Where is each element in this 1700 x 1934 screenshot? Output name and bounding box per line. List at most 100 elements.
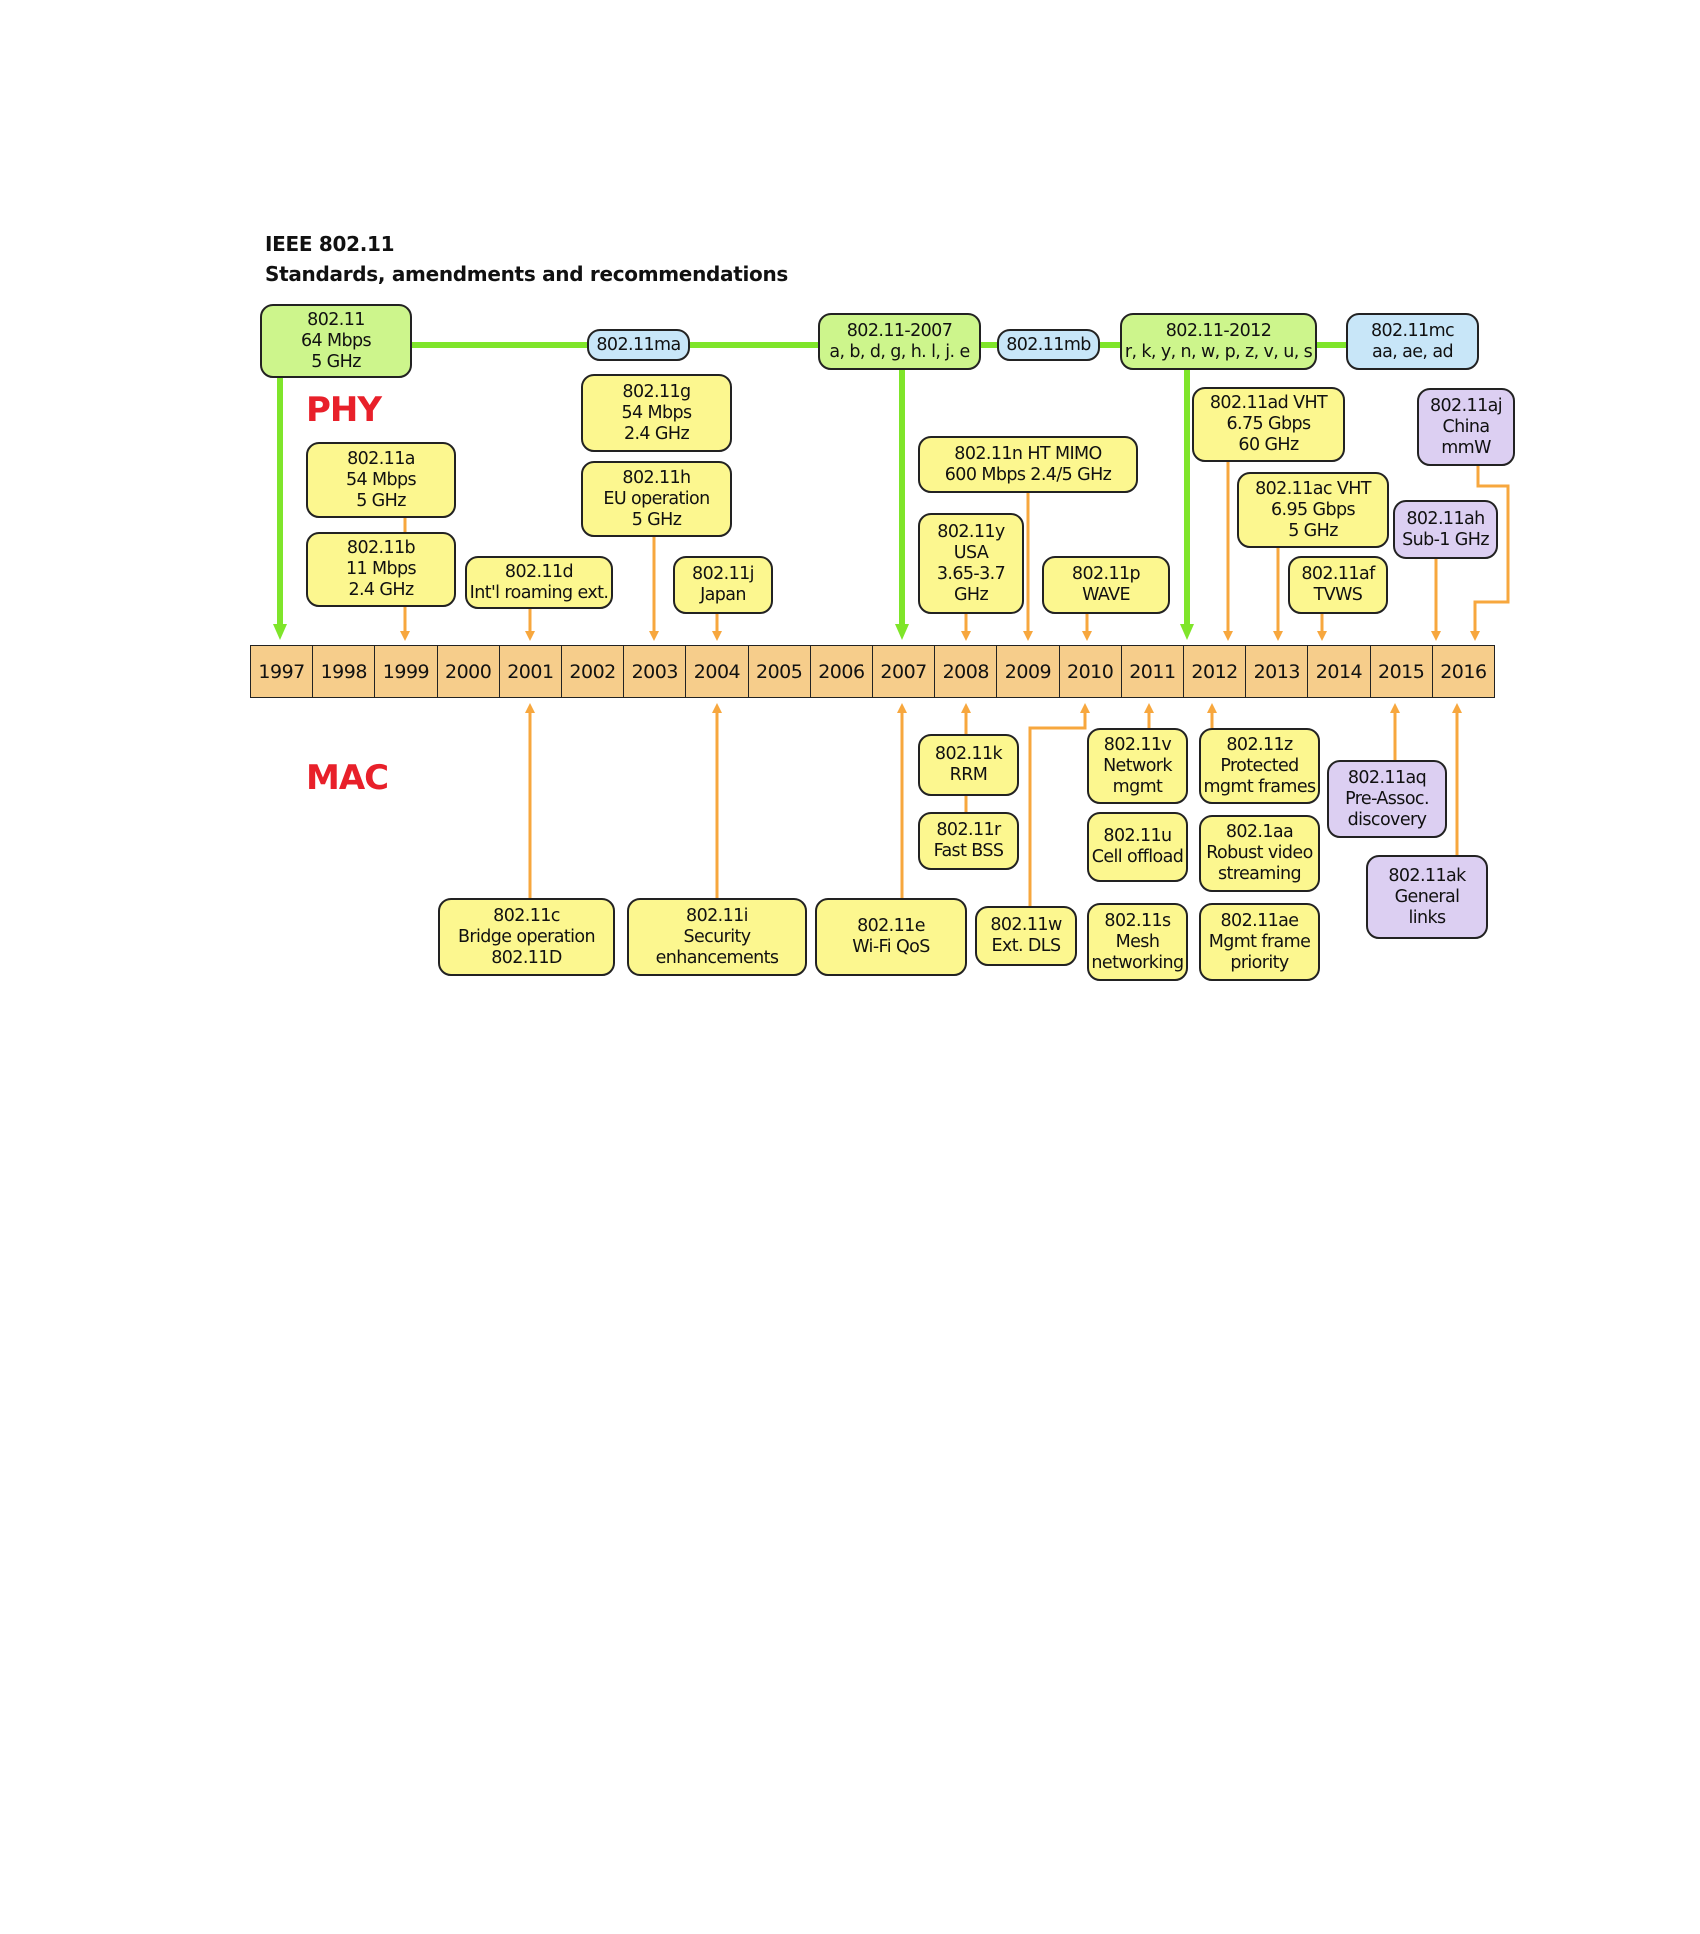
box-text-line: 64 Mbps	[300, 330, 372, 351]
box-text-line: Japan	[700, 585, 746, 605]
year-cell: 2007	[872, 645, 936, 698]
box-text-line: 54 Mbps	[345, 469, 417, 490]
year-cell: 2004	[685, 645, 749, 698]
box-text-line: 802.11g	[622, 381, 691, 402]
box-text-line: 802.11k	[934, 744, 1003, 764]
year-cell: 2006	[809, 645, 873, 698]
box-text-line: Bridge operation	[457, 926, 596, 947]
box-text-line: 802.11a	[347, 448, 415, 469]
year-cell: 2012	[1183, 645, 1247, 698]
box-text-line: enhancements	[655, 947, 779, 968]
box-text-line: Fast BSS	[933, 841, 1004, 861]
box-text-line: 802.11ad VHT	[1209, 393, 1328, 413]
box-text-line: 802.11af	[1301, 564, 1375, 584]
box-text-line: 802.11-2007	[846, 320, 953, 341]
box-text-line: WAVE	[1082, 585, 1130, 605]
box-text-line: 802.11n HT MIMO	[954, 443, 1102, 464]
box-text-line: 802.11ah	[1406, 508, 1485, 529]
box-text-line: 5 GHz	[311, 351, 361, 372]
diagram-title: IEEE 802.11	[265, 232, 395, 256]
box-text-line: 802.11	[307, 309, 365, 330]
box-text-line: 802.11c	[493, 905, 560, 926]
box-text-line: 802.11s	[1104, 910, 1171, 931]
box-text-line: USA	[953, 542, 989, 563]
year-cell: 2005	[747, 645, 811, 698]
box-text-line: 802.11w	[990, 915, 1062, 935]
box-text-line: Wi-Fi QoS	[852, 937, 930, 957]
box-text-line: 802.11ak	[1388, 865, 1466, 886]
box-text-line: mgmt frames	[1203, 776, 1316, 797]
box-text-line: 3.65-3.7	[936, 563, 1006, 584]
year-cell: 2014	[1307, 645, 1371, 698]
box-text-line: Sub-1 GHz	[1402, 529, 1489, 550]
year-cell: 2008	[934, 645, 998, 698]
box-text-line: 802.11aq	[1347, 767, 1427, 788]
box-text-line: 5 GHz	[1288, 520, 1338, 541]
box-text-line: streaming	[1218, 864, 1302, 884]
diagram-subtitle: Standards, amendments and recommendation…	[265, 262, 789, 286]
box-text-line: 6.95 Gbps	[1270, 499, 1356, 520]
box-text-line: Int'l roaming ext.	[469, 582, 609, 603]
box-text-line: Security	[683, 926, 751, 947]
box-text-line: 802.11ma	[596, 334, 681, 355]
year-cell: 2002	[561, 645, 625, 698]
box-80211ma: 802.11ma	[587, 329, 690, 361]
box-text-line: TVWS	[1313, 585, 1363, 605]
box-text-line: General	[1394, 886, 1460, 907]
box-text-line: 802.11y	[937, 521, 1005, 542]
box-text-line: Cell offload	[1091, 847, 1184, 867]
box-text-line: links	[1408, 907, 1446, 928]
box-text-line: 802.11u	[1103, 826, 1172, 846]
box-text-line: 5 GHz	[631, 509, 682, 530]
box-80211mb: 802.11mb	[997, 329, 1100, 361]
box-text-line: 802.11-2012	[1165, 320, 1272, 341]
box-text-line: RRM	[949, 765, 988, 785]
box-text-line: discovery	[1347, 809, 1427, 830]
year-cell: 2016	[1431, 645, 1495, 698]
year-cell: 1998	[312, 645, 376, 698]
year-cell: 2003	[623, 645, 687, 698]
box-text-line: 2.4 GHz	[348, 580, 414, 600]
box-text-line: Mgmt frame	[1208, 931, 1311, 952]
box-text: 802.11mb	[1006, 335, 1091, 356]
year-cell: 1999	[374, 645, 438, 698]
box-text-line: 60 GHz	[1238, 435, 1299, 455]
box-text-line: priority	[1230, 952, 1289, 973]
box-text-line: 802.11h	[622, 467, 691, 488]
box-text-line: 2.4 GHz	[623, 423, 690, 444]
mac-label: MAC	[306, 758, 389, 798]
box-text-line: 802.11ac VHT	[1255, 478, 1371, 499]
